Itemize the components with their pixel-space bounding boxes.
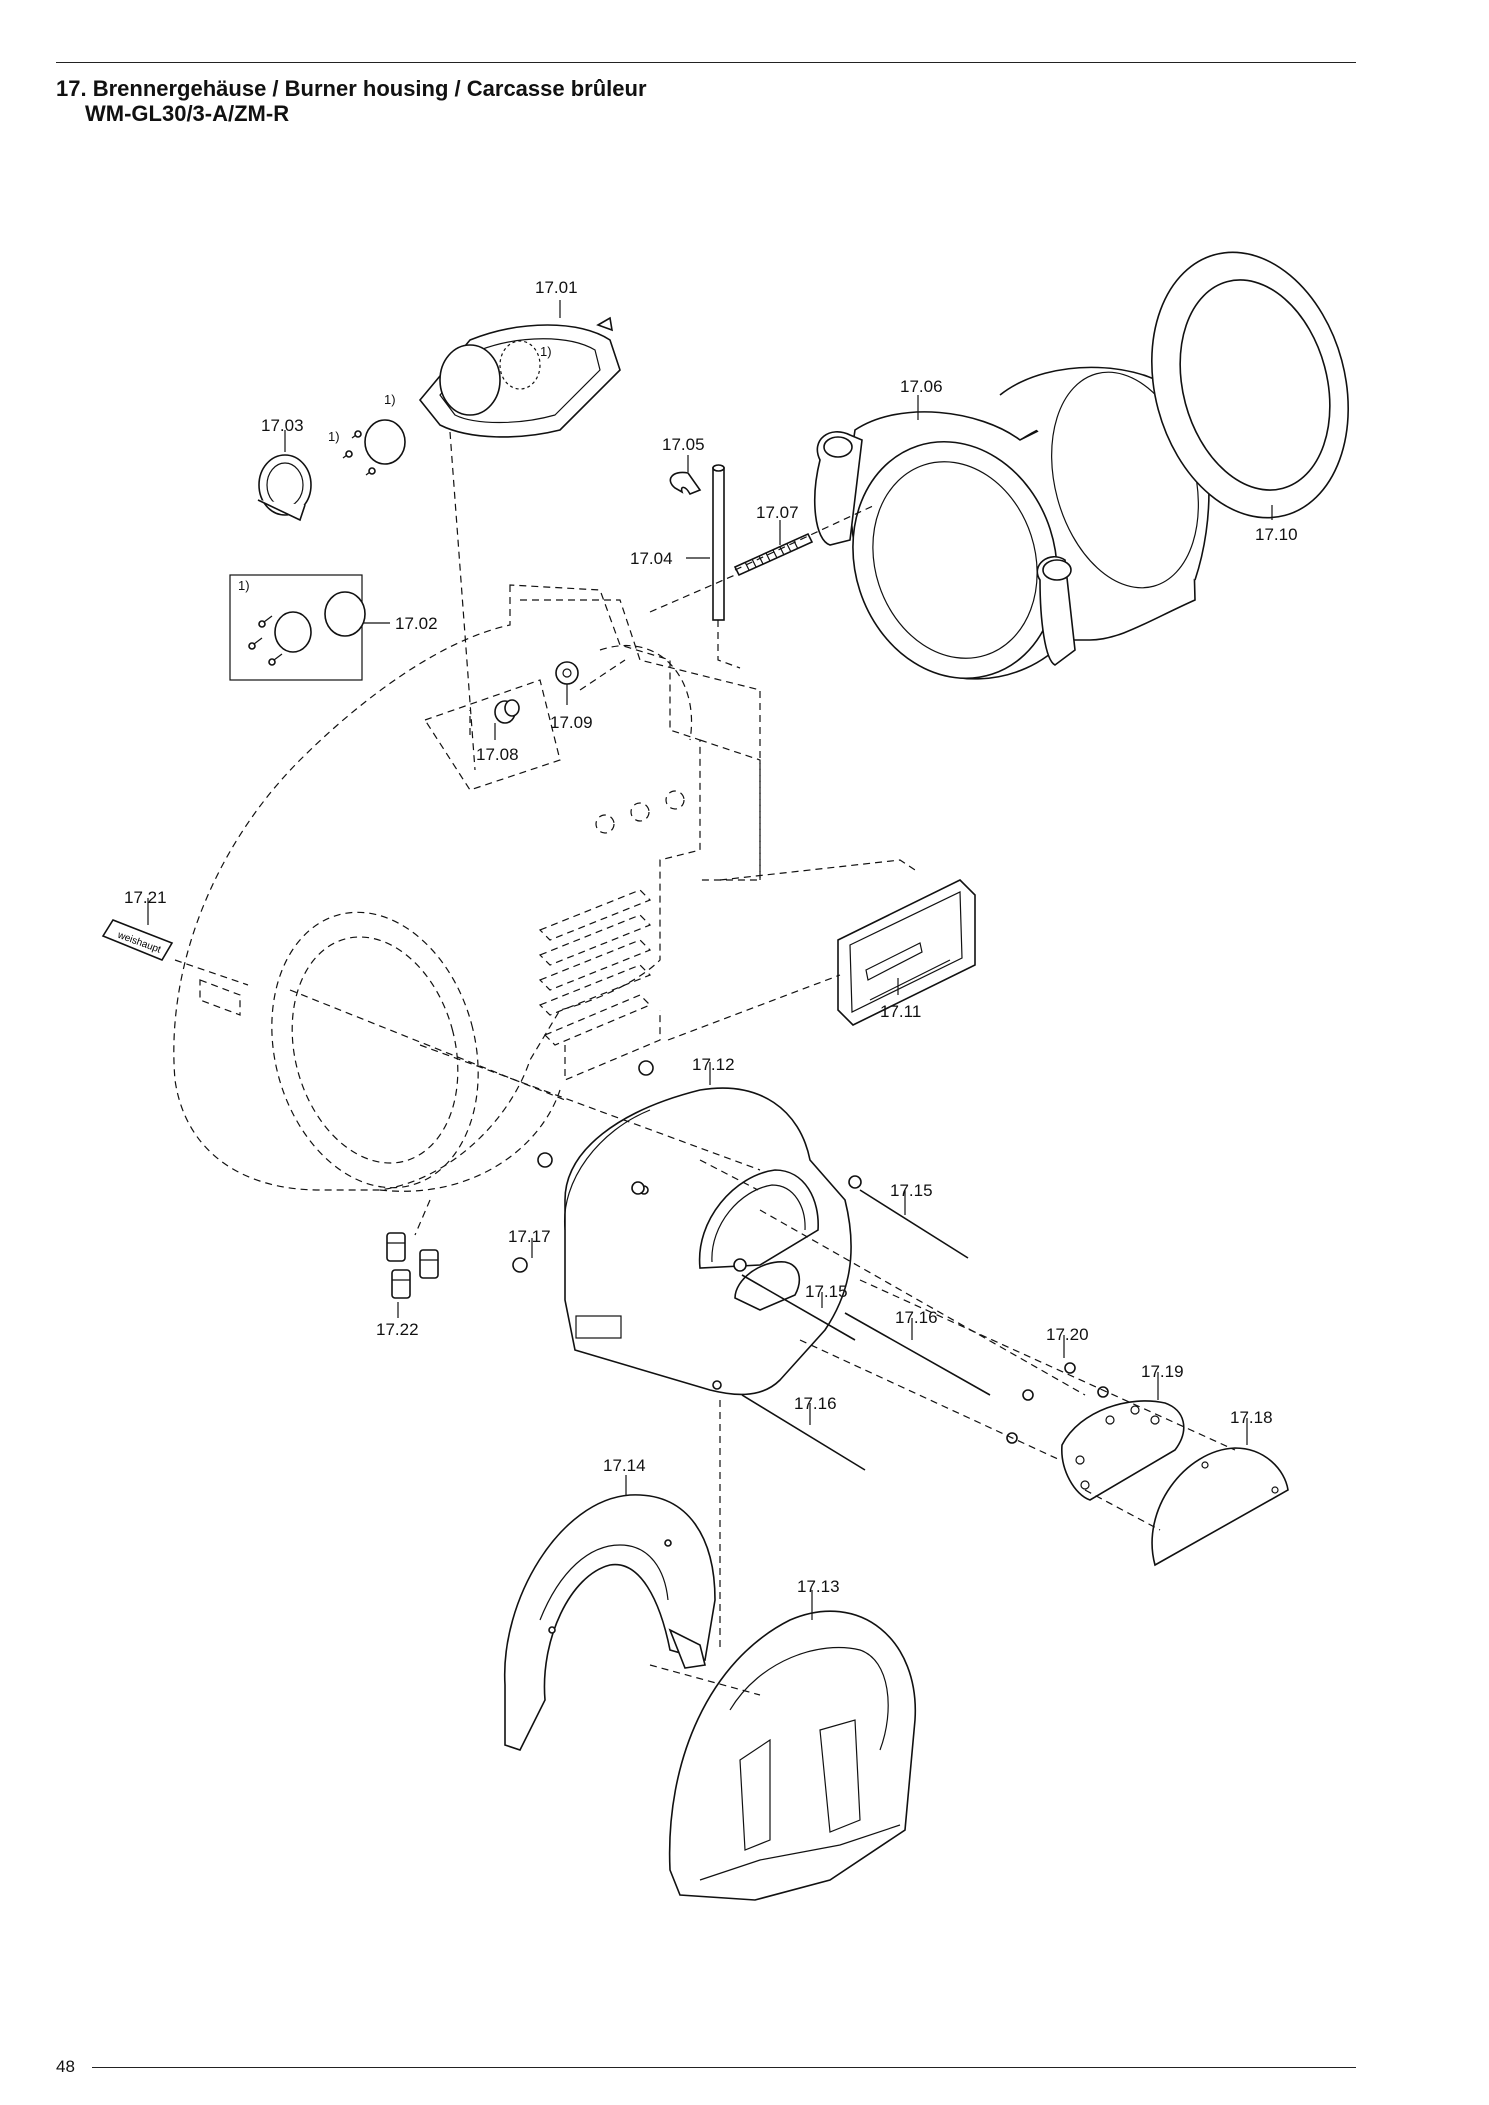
footnote-marker: 1) [238, 578, 250, 593]
part-17-15-screw [859, 1189, 969, 1259]
vent-slots [538, 889, 652, 1046]
part-17-09-washer [555, 661, 579, 685]
part-17-03-cap [257, 419, 406, 522]
callout-17-04: 17.04 [630, 549, 673, 568]
callout-17-11: 17.11 [880, 1002, 921, 1021]
callout-17-03: 17.03 [261, 416, 304, 435]
callout-17-16-lower: 17.16 [794, 1394, 837, 1413]
model-subtitle: WM-GL30/3-A/ZM-R [85, 101, 290, 126]
footnote-marker: 1) [540, 344, 552, 359]
part-17-04-rod [712, 467, 725, 621]
callout-17-13: 17.13 [797, 1577, 840, 1596]
part-17-14-housing-half [503, 1494, 716, 1751]
callout-17-01: 17.01 [535, 278, 578, 297]
housing-outline [173, 584, 916, 1192]
callout-17-02: 17.02 [395, 614, 438, 633]
callout-17-18: 17.18 [1230, 1408, 1273, 1427]
callout-17-17: 17.17 [508, 1227, 551, 1246]
part-17-21-nameplate: weishaupt [101, 919, 174, 962]
callout-17-15-upper: 17.15 [890, 1181, 933, 1200]
top-rule [56, 62, 1356, 63]
footnote-marker: 1) [328, 429, 340, 444]
callout-17-12: 17.12 [692, 1055, 735, 1074]
page-title: 17. Brennergehäuse / Burner housing / Ca… [56, 76, 647, 101]
part-17-18-half-disc [1151, 1447, 1289, 1567]
part-17-05-clip [669, 471, 702, 496]
part-17-01-cover [418, 316, 621, 438]
part-17-15-screw [741, 1274, 856, 1341]
callout-17-14: 17.14 [603, 1456, 646, 1475]
callout-17-19: 17.19 [1141, 1362, 1184, 1381]
callout-17-09: 17.09 [550, 713, 593, 732]
part-17-07-stud [733, 532, 814, 577]
part-17-13-inner-housing [668, 1610, 916, 1901]
page-number: 48 [56, 2057, 75, 2076]
callout-17-06: 17.06 [900, 377, 943, 396]
washer-set [512, 1060, 862, 1273]
part-17-19-cover [1061, 1400, 1185, 1501]
guide-lines [174, 431, 1236, 1696]
part-17-06-flange [814, 366, 1210, 680]
part-17-08-plug [494, 699, 520, 724]
footnote-marker: 1) [384, 392, 396, 407]
leader-lines [147, 300, 1273, 1620]
callout-17-07: 17.07 [756, 503, 799, 522]
bottom-rule [92, 2067, 1356, 2068]
part-17-11-plate [837, 879, 976, 1026]
callout-17-22: 17.22 [376, 1320, 419, 1339]
part-17-22-glands [386, 1232, 439, 1299]
callout-17-15-lower: 17.15 [805, 1282, 848, 1301]
part-17-02-kit [229, 574, 366, 681]
callout-17-08: 17.08 [476, 745, 519, 764]
part-17-16-screw [844, 1312, 991, 1396]
callout-17-16-upper: 17.16 [895, 1308, 938, 1327]
callout-17-20: 17.20 [1046, 1325, 1089, 1344]
callout-17-10: 17.10 [1255, 525, 1298, 544]
part-17-12-hood [564, 1087, 852, 1396]
callout-17-05: 17.05 [662, 435, 705, 454]
part-17-10-gasket [1151, 251, 1349, 519]
callout-17-21: 17.21 [124, 888, 167, 907]
part-17-16-screw [741, 1394, 866, 1471]
callout-labels: 17.01 17.02 17.03 17.04 17.05 17.06 17.0… [124, 278, 1298, 1596]
